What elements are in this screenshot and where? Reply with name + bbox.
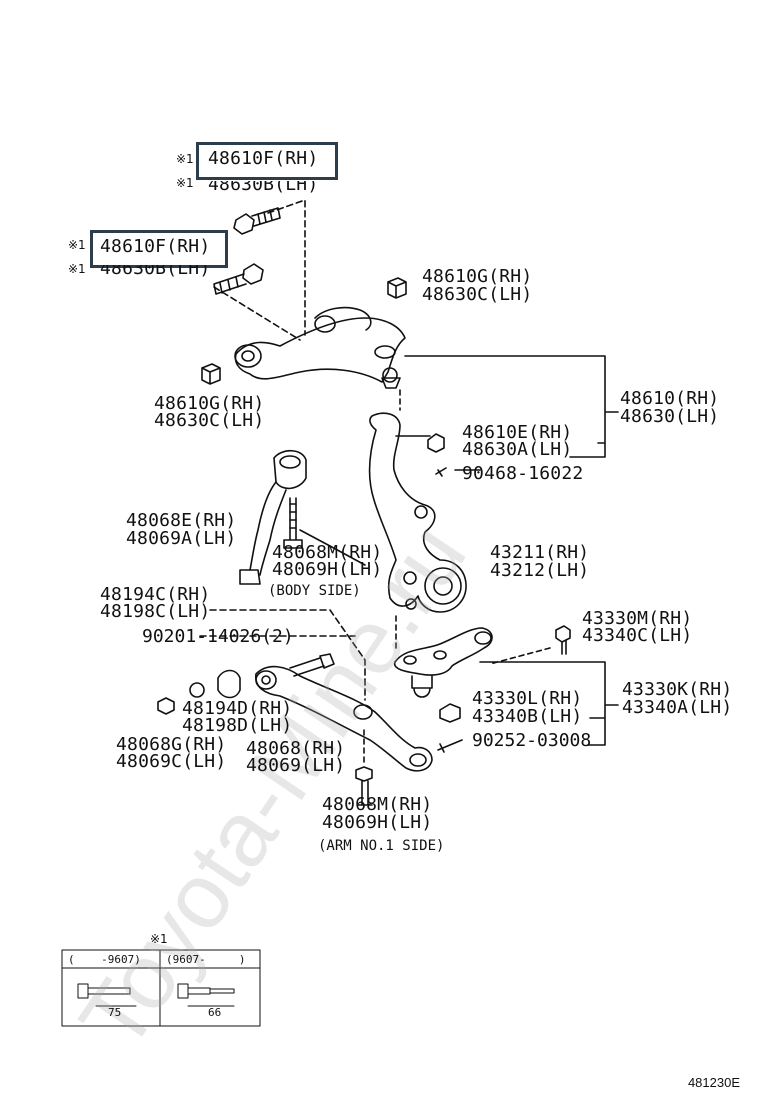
part-label: 48069(LH): [246, 755, 346, 776]
table-dim-col2: 66: [208, 1006, 222, 1019]
lower-ball-joint: [393, 627, 493, 698]
lower-arm-no1: [255, 653, 433, 772]
upper-bolt-2: [213, 263, 264, 295]
table-header-col1: ( -9607): [68, 953, 141, 966]
bolt-length-table: [61, 949, 261, 1027]
part-label: 48630B(LH): [100, 258, 211, 279]
part-label: 48610E(RH): [462, 422, 573, 443]
cotter-pin: [435, 467, 447, 477]
part-label: 48068(RH): [246, 738, 346, 759]
part-label: 90468-16022: [462, 463, 584, 484]
part-label: 48198C(LH): [100, 601, 211, 622]
part-label: 48069H(LH): [272, 559, 383, 580]
lower-nut: [439, 703, 461, 723]
steering-knuckle: [368, 412, 467, 613]
strut-rod: [239, 449, 366, 585]
upper-control-arm: [234, 306, 406, 389]
washer: [189, 682, 205, 698]
part-label: 43330M(RH): [582, 608, 693, 629]
cotter-pin-2: [437, 739, 463, 753]
part-label: 48630C(LH): [154, 410, 265, 431]
note-mark: ※1: [176, 152, 194, 166]
bushing-right: [387, 277, 407, 299]
part-label: 43330L(RH): [472, 688, 583, 709]
part-label: 43340B(LH): [472, 706, 583, 727]
part-label: 48630A(LH): [462, 439, 573, 460]
part-label: 43340C(LH): [582, 625, 693, 646]
part-label: 48630(LH): [620, 406, 720, 427]
leader-line: [267, 199, 306, 336]
part-label: 90201-14026(2): [142, 626, 294, 647]
part-label: 48069H(LH): [322, 812, 433, 833]
table-note-mark: ※1: [150, 932, 168, 946]
part-label: 48198D(LH): [182, 715, 293, 736]
bracket-arm: [404, 355, 619, 458]
ball-joint-bolt: [555, 625, 571, 655]
part-label: 48194C(RH): [100, 584, 211, 605]
highlight-lower-part: [90, 230, 228, 268]
arm-side-note: (ARM NO.1 SIDE): [318, 838, 445, 854]
castle-nut: [427, 433, 445, 453]
part-label: 48068E(RH): [126, 510, 237, 531]
part-label: 48194D(RH): [182, 698, 293, 719]
bracket-joint: [479, 661, 619, 746]
note-mark: ※1: [68, 238, 86, 252]
part-label: 43212(LH): [490, 560, 590, 581]
part-label: 43211(RH): [490, 542, 590, 563]
figure-code: 481230E: [687, 1075, 740, 1090]
part-label: 48068G(RH): [116, 734, 227, 755]
body-side-note: (BODY SIDE): [268, 583, 361, 599]
part-label: 48610G(RH): [422, 266, 533, 287]
table-dim-col1: 75: [108, 1006, 122, 1019]
arm-bolt: [355, 766, 373, 806]
highlight-upper-label: 48610F(RH): [208, 148, 319, 169]
part-label: 48630B(LH): [208, 174, 319, 195]
part-label: 43330K(RH): [622, 679, 733, 700]
note-mark: ※1: [176, 176, 194, 190]
part-label: 48610(RH): [620, 388, 720, 409]
part-label: 48068M(RH): [272, 542, 383, 563]
nut-small: [157, 697, 175, 715]
highlight-lower-label: 48610F(RH): [100, 236, 211, 257]
leader-line: [213, 286, 301, 341]
part-label: 48630C(LH): [422, 284, 533, 305]
part-label: 48069A(LH): [126, 528, 237, 549]
note-mark: ※1: [68, 262, 86, 276]
part-label: 48068M(RH): [322, 794, 433, 815]
upper-bolt-1: [233, 207, 281, 235]
part-label: 48069C(LH): [116, 751, 227, 772]
highlight-upper-part: [196, 142, 338, 180]
part-label: 48610G(RH): [154, 393, 265, 414]
part-label: 90252-03008: [472, 730, 592, 751]
bushing-left: [201, 363, 221, 385]
cushion: [217, 669, 241, 699]
table-header-col2: (9607- ): [166, 953, 246, 966]
part-label: 43340A(LH): [622, 697, 733, 718]
